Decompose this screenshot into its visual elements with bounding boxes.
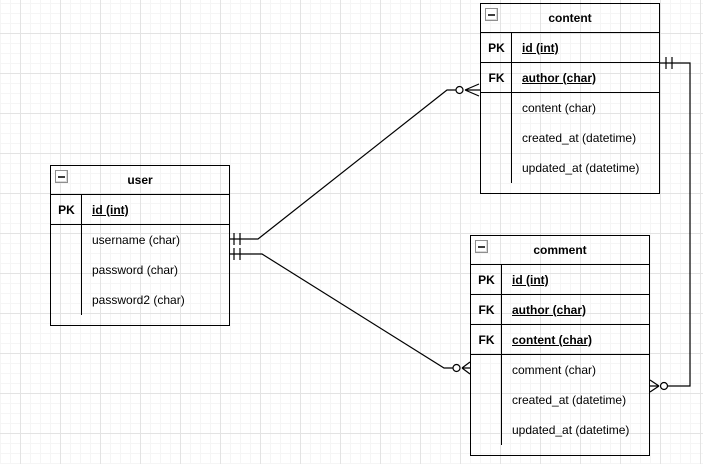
zero-circle [452,363,461,373]
table-title: user [127,173,153,187]
collapse-icon[interactable] [485,8,498,21]
table-row[interactable]: comment (char) [471,355,649,385]
table-row[interactable]: PK id (int) [51,195,229,225]
field-label: created_at (datetime) [522,131,637,145]
crow-foot [461,361,471,375]
field-label: author (char) [512,302,587,317]
table-row[interactable]: created_at (datetime) [481,123,659,153]
table-user[interactable]: user PK id (int) username (char) passwor… [50,165,230,326]
field-label: id (int) [522,40,559,55]
field-label: id (int) [92,202,129,217]
field-label: username (char) [92,233,181,247]
field-label: updated_at (datetime) [512,423,630,437]
table-content[interactable]: content PK id (int) FK author (char) con… [480,3,660,194]
field-label: comment (char) [512,363,597,377]
key-label: PK [58,202,75,217]
table-row[interactable]: FK content (char) [471,325,649,355]
field-label: created_at (datetime) [512,393,627,407]
key-label: PK [488,40,505,55]
crow-foot [649,379,660,393]
table-row[interactable]: updated_at (datetime) [471,415,649,445]
collapse-icon[interactable] [475,240,488,253]
relation-user-comment[interactable] [230,248,471,375]
zero-circle [455,85,464,95]
table-comment[interactable]: comment PK id (int) FK author (char) FK … [470,235,650,456]
table-user-header[interactable]: user [51,166,229,195]
field-label: password (char) [92,263,179,277]
table-row[interactable]: content (char) [481,93,659,123]
relation-user-content[interactable] [230,83,480,245]
table-row[interactable]: PK id (int) [471,265,649,295]
field-label: author (char) [522,70,597,85]
field-label: id (int) [512,272,549,287]
field-label: password2 (char) [92,293,185,307]
key-label: FK [478,332,495,347]
table-row[interactable]: password2 (char) [51,285,229,315]
table-row[interactable]: FK author (char) [481,63,659,93]
key-label: FK [478,302,495,317]
field-label: content (char) [512,332,593,347]
field-label: content (char) [522,101,597,115]
minus-glyph [478,245,485,248]
table-title: comment [533,243,587,257]
table-row[interactable]: PK id (int) [481,33,659,63]
field-label: updated_at (datetime) [522,161,640,175]
key-label: PK [478,272,495,287]
minus-glyph [488,13,495,16]
collapse-icon[interactable] [55,170,68,183]
table-content-header[interactable]: content [481,4,659,33]
table-row[interactable]: password (char) [51,255,229,285]
table-title: content [548,11,592,25]
key-label: FK [488,70,505,85]
crow-foot [464,83,480,97]
table-row[interactable]: FK author (char) [471,295,649,325]
minus-glyph [58,175,65,178]
table-row[interactable]: username (char) [51,225,229,255]
table-row[interactable]: created_at (datetime) [471,385,649,415]
zero-circle [659,381,669,391]
table-row[interactable]: updated_at (datetime) [481,153,659,183]
table-comment-header[interactable]: comment [471,236,649,265]
